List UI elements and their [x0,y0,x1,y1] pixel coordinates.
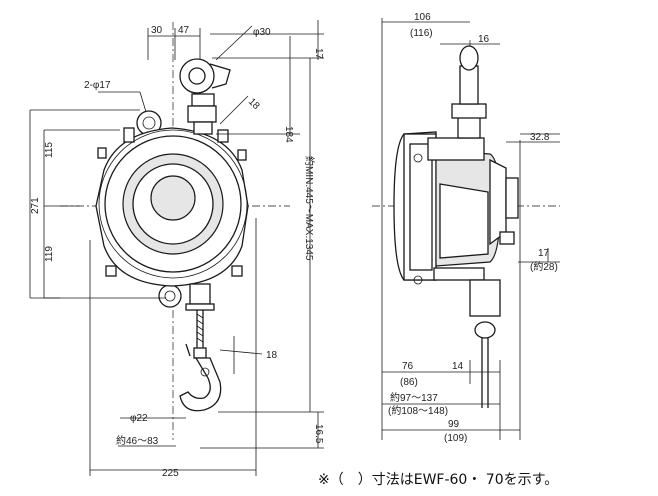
dim-17-top: 17 [313,48,324,60]
side-view: 106 (116) 16 32.8 17 (約28) 76 14 (86) 約9… [372,12,560,444]
dim-108-148: (約108～148) [388,404,448,417]
dim-30: 30 [151,25,163,36]
dim-271: 271 [30,197,41,214]
dim-184: 184 [283,126,294,143]
dim-106: 106 [414,12,431,23]
dim-116: (116) [410,28,433,39]
dim-47: 47 [178,25,190,36]
dim-32-8: 32.8 [530,132,550,143]
dim-28: (約28) [530,260,558,273]
dim-stroke: 約MIN.445～MAX.1345 [303,156,316,261]
dim-hook-open: 約46～83 [116,434,159,447]
front-view: 30 47 φ30 17 2-φ17 18 184 115 271 119 約M… [29,20,324,479]
dim-18-top: 18 [246,96,262,112]
dim-phi22: φ22 [130,413,148,424]
dim-109: (109) [444,433,467,444]
dim-76: 76 [402,361,414,372]
dim-17: 17 [538,248,550,259]
caption-note: ※（ ）寸法はEWF-60・ 70を示す。 [318,472,558,488]
dim-99: 99 [448,419,460,430]
dim-18-hook: 18 [266,350,278,361]
dim-phi30: φ30 [253,27,271,38]
dim-97-137: 約97～137 [390,391,438,404]
dim-2-phi17: 2-φ17 [84,80,111,91]
dim-115: 115 [44,142,55,158]
dim-86: (86) [400,377,418,388]
dim-16: 16 [478,34,490,45]
dim-225: 225 [162,468,179,479]
dim-119: 119 [44,246,55,262]
dim-16-5: 16.5 [313,424,324,444]
dim-14: 14 [452,361,464,372]
